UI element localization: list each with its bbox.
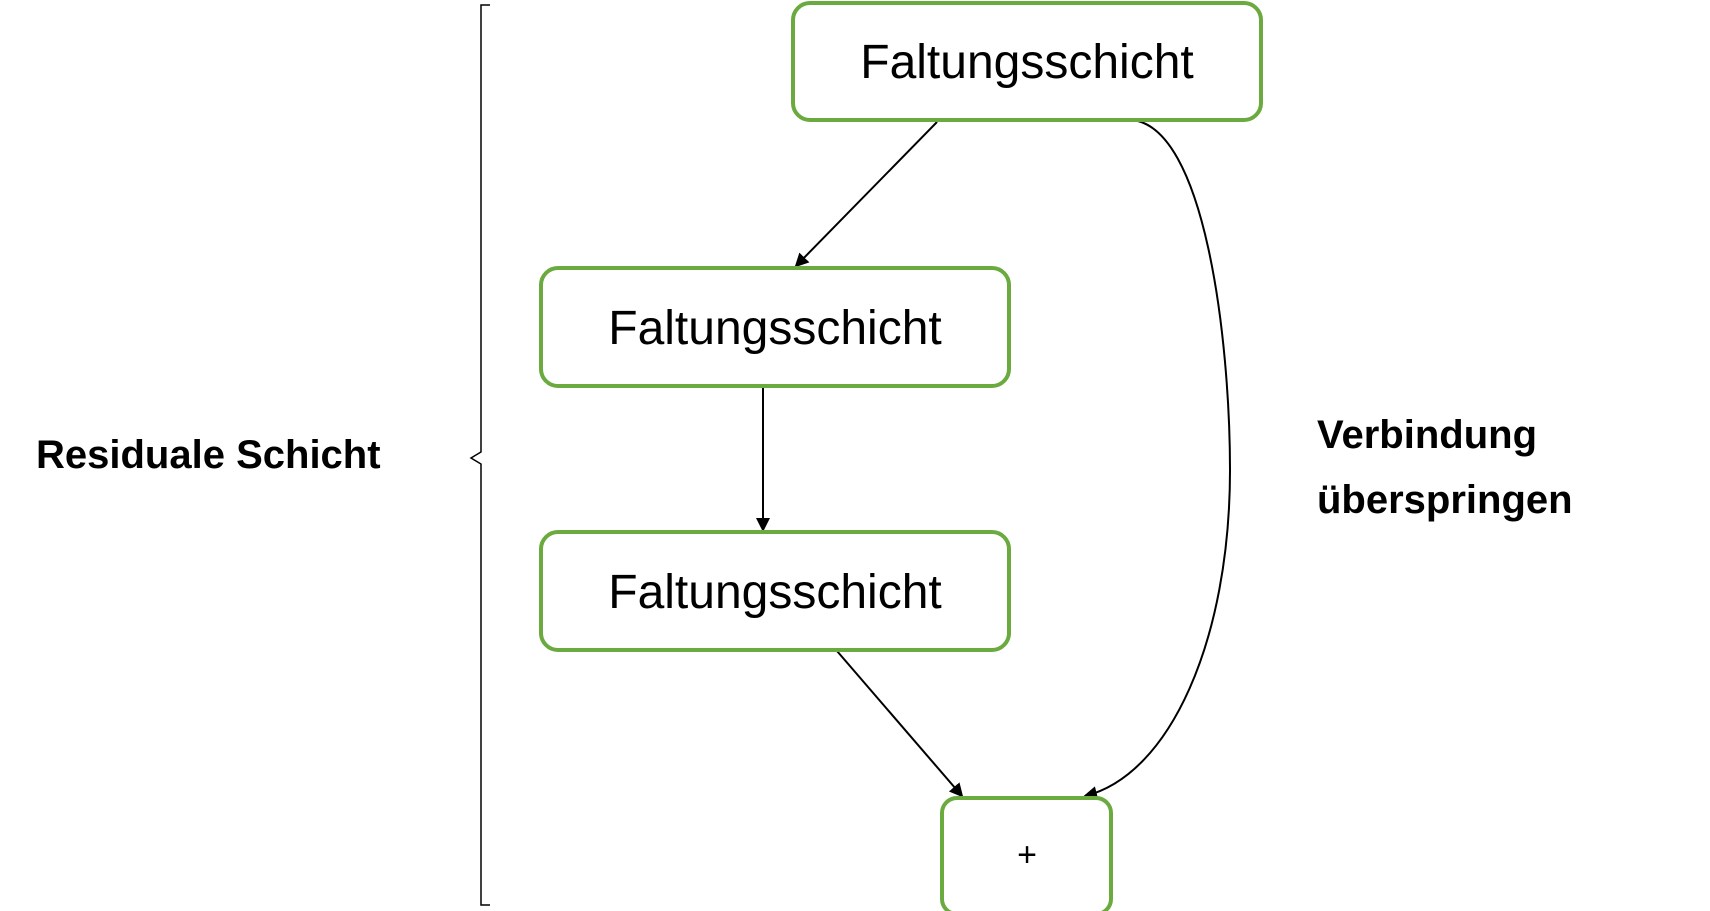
edge-conv-top-to-conv-middle bbox=[794, 121, 938, 268]
conv-layer-node-middle: Faltungsschicht bbox=[539, 266, 1011, 388]
conv-layer-node-top: Faltungsschicht bbox=[791, 1, 1263, 122]
residual-layer-bracket bbox=[469, 4, 490, 906]
plus-icon: + bbox=[1017, 836, 1037, 874]
conv-layer-label-middle: Faltungsschicht bbox=[608, 302, 942, 355]
edge-conv-bottom-to-add bbox=[836, 650, 964, 798]
addition-node: + bbox=[940, 796, 1113, 911]
skip-connection-label-line-1: Verbindung bbox=[1317, 413, 1537, 457]
skip-connection-label-line-2: überspringen bbox=[1317, 478, 1573, 522]
conv-layer-label-bottom: Faltungsschicht bbox=[608, 566, 942, 619]
conv-layer-node-bottom: Faltungsschicht bbox=[539, 530, 1011, 652]
residual-layer-label: Residuale Schicht bbox=[36, 433, 381, 477]
conv-layer-label-top: Faltungsschicht bbox=[860, 36, 1194, 89]
skip-connection-edge bbox=[1083, 119, 1232, 800]
